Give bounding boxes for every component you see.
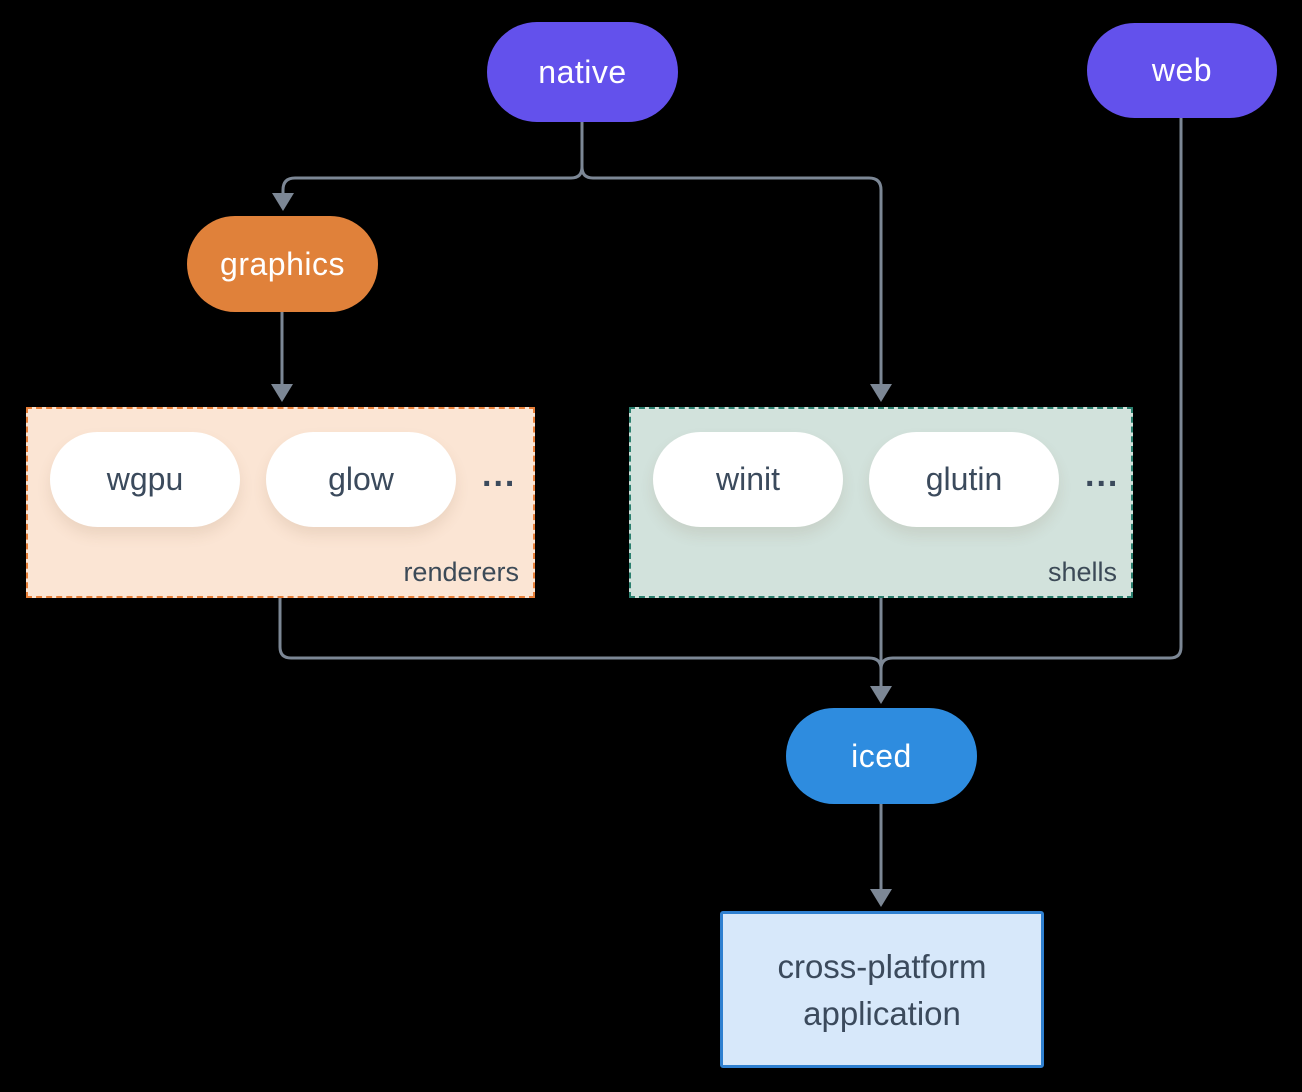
arrowhead-application [870, 889, 892, 907]
node-web: web [1087, 23, 1277, 118]
edge-web-iced [879, 118, 1183, 686]
group-renderers: wgpu glow ... renderers [26, 407, 535, 598]
node-web-label: web [1151, 52, 1213, 88]
node-cross-platform-application: cross-platform application [720, 911, 1044, 1068]
node-native: native [487, 22, 678, 122]
arrowhead-graphics [272, 193, 294, 211]
node-iced: iced [786, 708, 977, 804]
node-glutin-label: glutin [925, 461, 1003, 497]
arrowhead-shells [870, 384, 892, 402]
renderers-ellipsis: ... [482, 456, 517, 494]
arrowhead-renderers [271, 384, 293, 402]
group-shells-label: shells [1047, 557, 1117, 587]
group-shells: winit glutin ... shells [629, 407, 1133, 598]
node-iced-label: iced [851, 737, 912, 774]
node-graphics: graphics [187, 216, 378, 312]
node-wgpu: wgpu [50, 432, 240, 527]
arrowhead-iced [870, 686, 892, 704]
application-label-line1: cross-platform [777, 947, 987, 985]
node-wgpu-label: wgpu [106, 461, 184, 497]
group-renderers-row: wgpu glow ... [28, 409, 533, 527]
node-graphics-label: graphics [220, 245, 345, 282]
edge-renderers-iced [278, 598, 883, 686]
edge-native-shells [580, 122, 883, 384]
node-glow: glow [266, 432, 456, 527]
node-winit-label: winit [715, 461, 780, 497]
edge-native-graphics [281, 122, 584, 193]
node-glutin: glutin [869, 432, 1059, 527]
node-native-label: native [538, 53, 627, 90]
shells-ellipsis: ... [1085, 456, 1120, 494]
application-label-line2: application [803, 994, 961, 1032]
group-shells-row: winit glutin ... [631, 409, 1131, 527]
node-glow-label: glow [328, 461, 394, 497]
group-renderers-label: renderers [403, 557, 519, 587]
node-winit: winit [653, 432, 843, 527]
